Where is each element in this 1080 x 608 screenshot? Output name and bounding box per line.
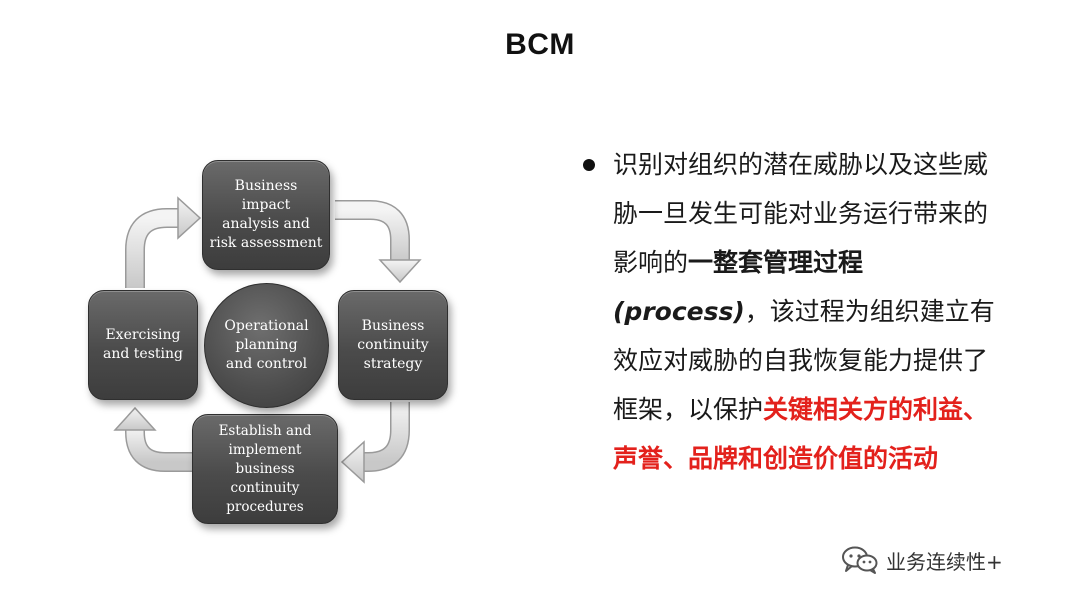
business-continuity-strategy-box: Business continuity strategy: [338, 290, 448, 400]
bullet-dot-icon: [583, 159, 595, 171]
operational-planning-circle: Operational planning and control: [204, 283, 329, 408]
description-part-1: 识别对组织的潜在威胁以及这些威胁一旦发生可能对业务运行带来的影响的: [613, 150, 989, 277]
bcm-cycle-diagram: Business impact analysis and risk assess…: [80, 150, 460, 540]
description-part-3: (process): [613, 297, 745, 326]
wechat-icon: [842, 546, 878, 574]
arrow-right-to-bottom: [340, 402, 410, 484]
slide-title: BCM: [505, 28, 575, 61]
description-part-4: ，该过程为组织建立有效应对威胁的自我恢复能力提供了框架，以保护: [613, 297, 995, 424]
cycle-arrows: [113, 196, 422, 484]
arrow-top-to-right: [335, 200, 422, 284]
exercising-testing-box: Exercising and testing: [88, 290, 198, 400]
arrow-left-to-top: [125, 196, 202, 288]
arrow-bottom-to-left: [113, 406, 192, 472]
description-part-2: 一整套管理过程: [688, 248, 864, 277]
business-impact-analysis-box: Business impact analysis and risk assess…: [202, 160, 330, 270]
wechat-watermark: 业务连续性+: [840, 545, 1003, 575]
establish-procedures-box: Establish and implement business continu…: [192, 414, 338, 524]
description-part-5: 关键相关方的利益、声誉、品牌和创造价值的活动: [613, 395, 989, 473]
description-text: 识别对组织的潜在威胁以及这些威胁一旦发生可能对业务运行带来的影响的一整套管理过程…: [613, 140, 1003, 483]
watermark-text: 业务连续性+: [886, 549, 1003, 574]
